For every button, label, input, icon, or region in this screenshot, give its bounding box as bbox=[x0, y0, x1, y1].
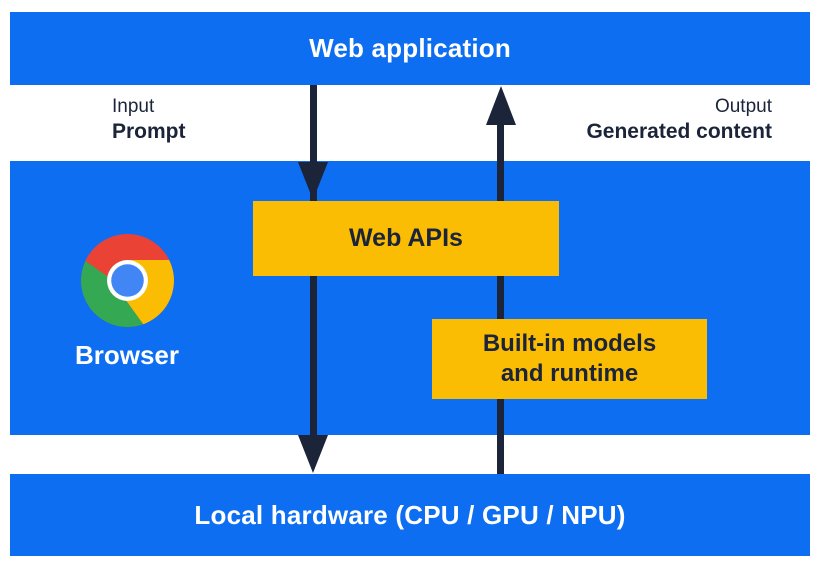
browser-label: Browser bbox=[74, 340, 180, 370]
builtin-models-label-line2: and runtime bbox=[500, 360, 639, 387]
up-arrow-head bbox=[486, 86, 516, 125]
input-title: Input bbox=[112, 96, 155, 117]
down-arrow-head-lower bbox=[298, 435, 328, 473]
local-hardware-band: Local hardware (CPU / GPU / NPU) bbox=[10, 474, 810, 556]
browser-cell: Browser bbox=[52, 234, 202, 371]
web-apis-box: Web APIs bbox=[253, 201, 559, 276]
web-application-band: Web application bbox=[10, 12, 810, 85]
output-value-generated-content: Generated content bbox=[586, 120, 772, 143]
input-label-block: Input Prompt bbox=[112, 95, 186, 145]
builtin-models-label-line1: Built-in models bbox=[482, 330, 657, 357]
local-hardware-label: Local hardware (CPU / GPU / NPU) bbox=[194, 499, 626, 530]
up-arrow-line bbox=[497, 122, 504, 474]
builtin-models-box: Built-in models and runtime bbox=[432, 319, 707, 399]
web-apis-label: Web APIs bbox=[349, 224, 463, 252]
input-value-prompt: Prompt bbox=[112, 120, 186, 143]
output-title: Output bbox=[714, 96, 772, 117]
chrome-icon bbox=[80, 234, 174, 327]
output-label-block: Output Generated content bbox=[586, 95, 772, 145]
down-arrow-head-upper bbox=[298, 162, 328, 200]
web-application-label: Web application bbox=[309, 33, 511, 63]
